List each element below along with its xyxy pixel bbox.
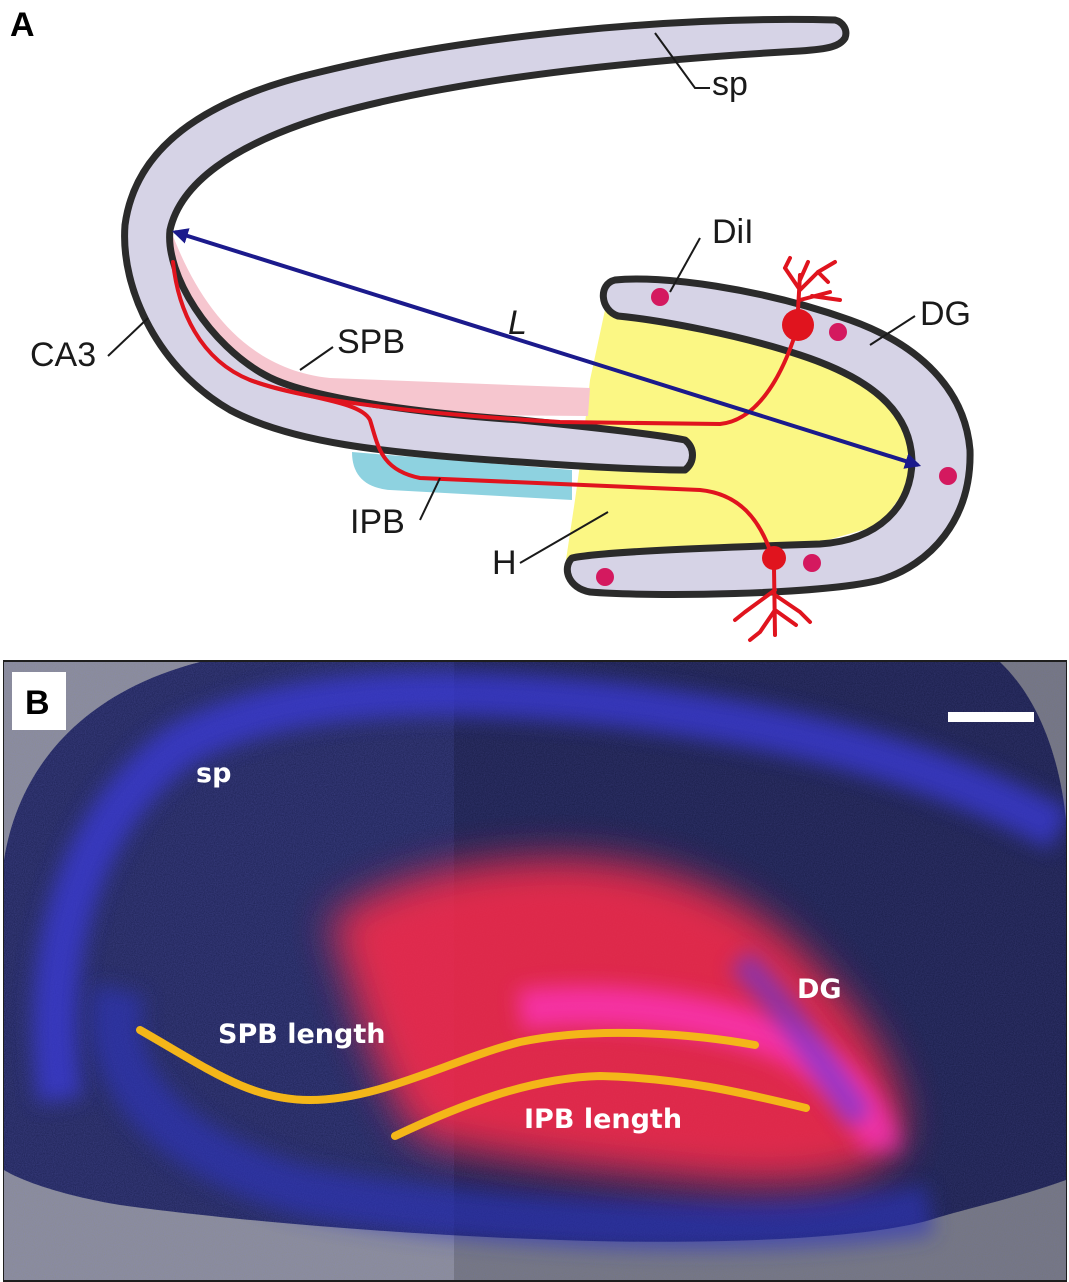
length-arrow	[171, 228, 922, 469]
panel-b: B sp DG SPB length IPB length	[3, 660, 1067, 1282]
spb-length-trace	[136, 1026, 759, 1105]
micro-label-spb-length: SPB length	[218, 1019, 385, 1050]
dil-dot	[596, 568, 614, 586]
micro-label-sp: sp	[196, 758, 231, 789]
scale-bar	[948, 712, 1034, 722]
leader-lines	[107, 32, 916, 564]
dil-dot	[829, 323, 847, 341]
panel-b-letter: B	[25, 684, 50, 722]
micro-label-ipb-length: IPB length	[524, 1104, 682, 1135]
dil-dot	[939, 467, 957, 485]
dil-dot	[803, 554, 821, 572]
granule-cell-lower	[733, 546, 812, 642]
label-length: L	[508, 304, 527, 342]
dil-dot	[651, 288, 669, 306]
label-dil: DiI	[712, 213, 754, 251]
label-sp: sp	[712, 65, 748, 103]
label-dg: DG	[920, 295, 971, 333]
pyramidal-band	[32, 671, 1066, 1103]
label-spb: SPB	[337, 323, 405, 361]
label-ipb: IPB	[350, 503, 405, 541]
label-ca3: CA3	[30, 336, 96, 374]
traces	[136, 1026, 810, 1140]
ipb-length-trace	[391, 1071, 810, 1140]
panel-a: A	[10, 6, 974, 642]
panel-a-letter: A	[10, 6, 35, 44]
panel-b-letter-box	[12, 672, 66, 730]
micro-label-dg: DG	[797, 974, 842, 1005]
label-hilus: H	[492, 544, 517, 582]
